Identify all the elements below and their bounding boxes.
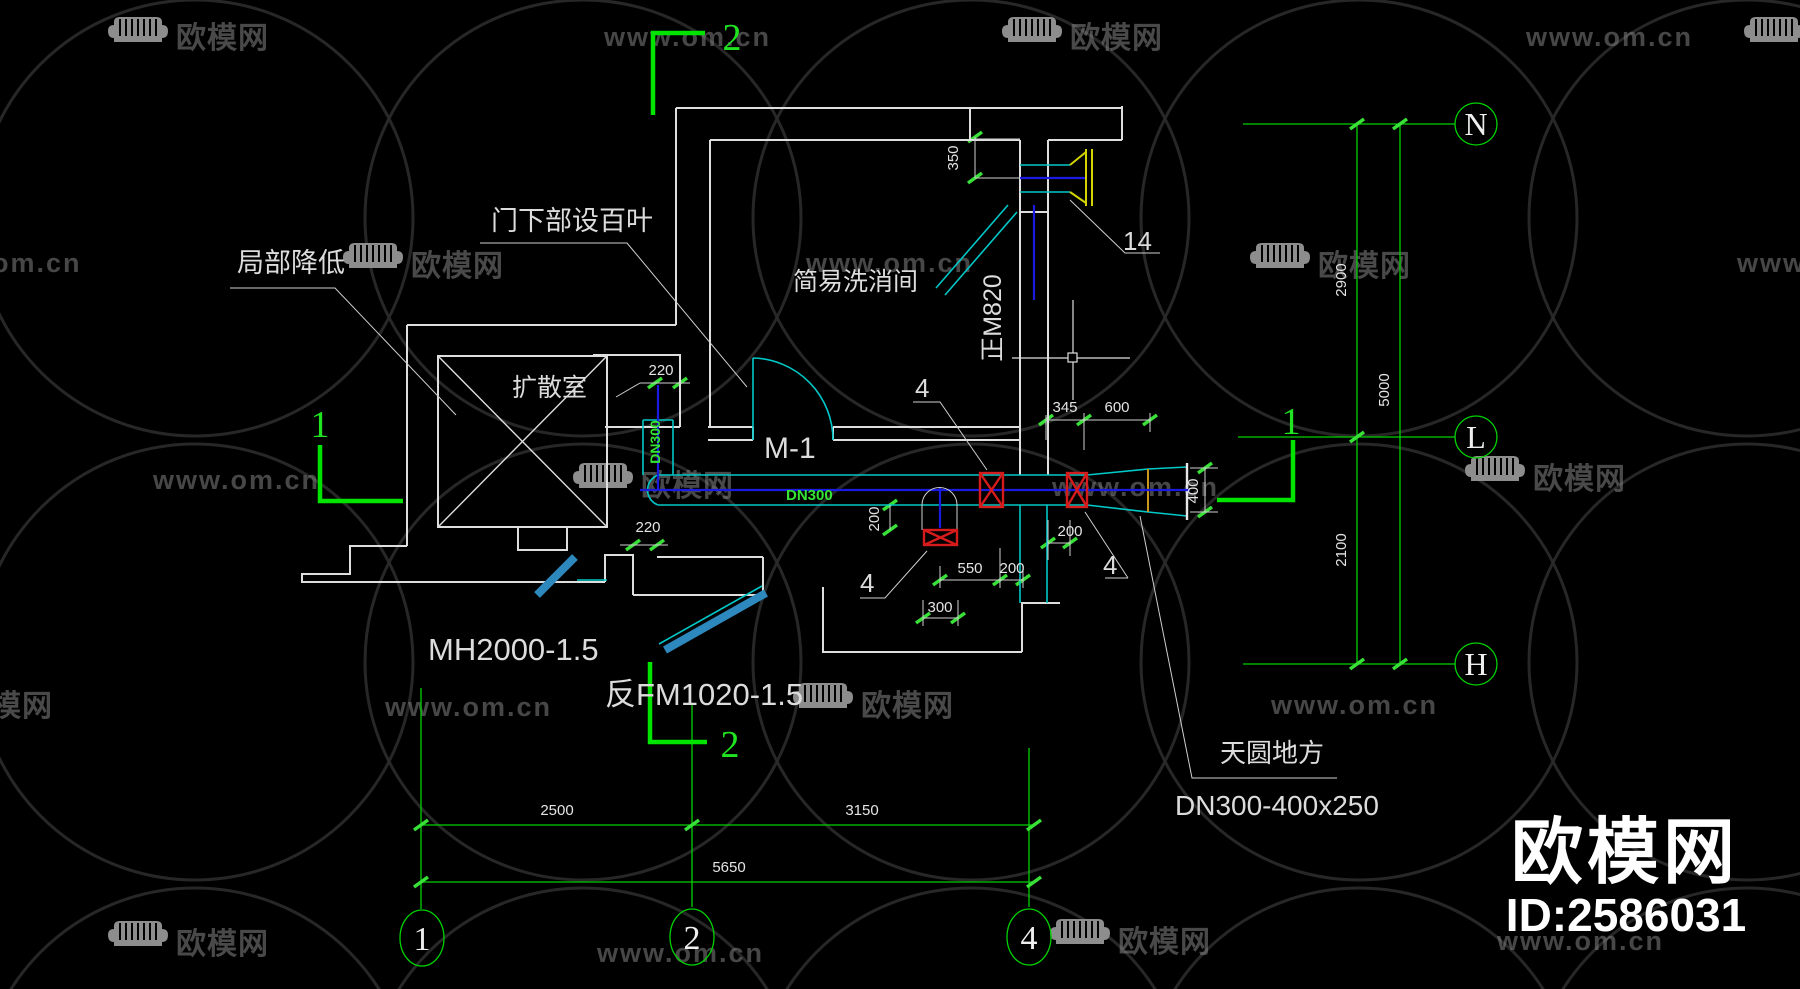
watermark-url-partial: www. — [1736, 248, 1800, 278]
section-mark-top — [650, 30, 705, 115]
watermarks: 欧模网 www.om.cn 欧模网 www.om.cn om.cn 欧模网 ww… — [0, 16, 1800, 968]
site-branding: 欧模网 ID:2586031 — [1506, 813, 1746, 941]
section-mark-right — [1217, 440, 1296, 503]
dimension-lines — [620, 137, 1218, 626]
dim-2500: 2500 — [540, 802, 573, 819]
dim-220-top: 220 — [648, 362, 673, 379]
fm-door-leaf — [663, 589, 768, 654]
grid-bubble-2: 2 — [684, 920, 701, 957]
sofa-icon — [107, 920, 169, 947]
section-number-bottom: 2 — [721, 724, 740, 766]
axis-bubble-l: L — [1466, 419, 1486, 455]
label-transition-name: 天圆地方 — [1220, 738, 1324, 768]
sofa-icon — [1001, 16, 1063, 43]
watermark-url: www.om.cn — [1525, 22, 1693, 52]
callout-4-top: 4 — [915, 373, 929, 403]
valve-2 — [1065, 471, 1089, 509]
watermark-url: www.om.cn — [1496, 926, 1664, 956]
dim-5650: 5650 — [712, 859, 745, 876]
watermark-brand: 欧模网 — [861, 690, 954, 723]
dim-300: 300 — [927, 599, 952, 616]
sofa-icon — [572, 462, 634, 489]
watermark-brand: 欧模网 — [1318, 250, 1411, 283]
dim-2100: 2100 — [1333, 533, 1350, 566]
watermark-url: www.om.cn — [596, 938, 764, 968]
dim-550: 550 — [957, 560, 982, 577]
watermark-url: www.om.cn — [152, 465, 320, 495]
watermark-brand: 欧模网 — [1118, 926, 1211, 959]
grid-bubble-1: 1 — [414, 921, 431, 958]
dim-5000: 5000 — [1376, 373, 1393, 406]
louver-diagonals — [935, 204, 1018, 296]
callout-14: 14 — [1123, 226, 1152, 256]
valve-dome — [922, 528, 959, 547]
sofa-icon — [1049, 918, 1111, 945]
watermark-url: www.om.cn — [1270, 690, 1438, 720]
watermark-brand: 欧模网 — [176, 22, 269, 55]
label-fm-door: 反FM1020-1.5 — [605, 677, 803, 712]
section-mark-bottom — [647, 662, 707, 745]
watermark-brand: 欧模网 — [1533, 463, 1626, 496]
ducts — [534, 149, 1190, 654]
label-dn300-horizontal: DN300 — [786, 487, 833, 504]
label-duct-m820: 正M820 — [979, 274, 1007, 362]
leader-lines — [230, 199, 1337, 779]
sofa-icon — [1249, 242, 1311, 269]
label-door-louver: 门下部设百叶 — [491, 206, 653, 236]
label-local-lowered: 局部降低 — [237, 248, 345, 278]
mh-door-leaf — [534, 554, 578, 598]
watermark-brand-partial: 欧模网 — [0, 690, 53, 723]
label-mh-door: MH2000-1.5 — [428, 632, 599, 667]
dim-2900: 2900 — [1333, 263, 1350, 296]
valve-1 — [978, 471, 1005, 509]
dim-350: 350 — [945, 145, 962, 170]
label-washroom: 简易洗消间 — [793, 268, 918, 296]
callout-4-left: 4 — [860, 568, 874, 598]
section-number-top: 2 — [723, 17, 742, 59]
grid-texts: N L H 1 2 4 2 2 1 1 — [311, 17, 1488, 958]
watermark-url: www.om.cn — [603, 22, 771, 52]
duct-exhaust — [1020, 164, 1070, 193]
axis-bubble-h: H — [1464, 646, 1487, 682]
grid-bubble-4: 4 — [1021, 920, 1038, 957]
watermark-url: www.om.cn — [805, 248, 973, 278]
dim-200-a: 200 — [999, 560, 1024, 577]
dim-3150: 3150 — [845, 802, 878, 819]
walls — [301, 106, 1130, 653]
section-mark-left — [317, 445, 403, 504]
label-dn300-vertical: DN300 — [647, 420, 663, 464]
branding-id: ID:2586031 — [1506, 889, 1746, 941]
dim-200-vertical: 200 — [866, 506, 883, 531]
dim-200-b: 200 — [1057, 523, 1082, 540]
sofa-icon — [1743, 16, 1800, 43]
exhaust-trumpet — [1069, 149, 1093, 206]
dim-220-bottom: 220 — [635, 519, 660, 536]
label-door-m1: M-1 — [764, 432, 816, 465]
door-m1-swing — [752, 357, 834, 441]
annotations: 局部降低 门下部设百叶 简易洗消间 扩散室 M-1 正M820 MH2000-1… — [237, 206, 1379, 821]
watermark-brand: 欧模网 — [411, 250, 504, 283]
watermark-brand: 欧模网 — [176, 928, 269, 961]
label-diffusion-room: 扩散室 — [512, 374, 587, 402]
axis-bubble-n: N — [1464, 106, 1487, 142]
dimension-texts: 220 220 350 345 600 400 200 550 200 300 … — [540, 145, 1393, 876]
watermark-url-partial: om.cn — [0, 248, 82, 278]
sofa-icon — [342, 242, 404, 269]
section-number-left: 1 — [311, 404, 330, 446]
section-number-right: 1 — [1282, 401, 1301, 443]
dim-600: 600 — [1104, 399, 1129, 416]
sofa-icon — [107, 16, 169, 43]
dim-345: 345 — [1052, 399, 1077, 416]
callout-4-right: 4 — [1103, 550, 1117, 580]
dim-400: 400 — [1185, 478, 1202, 503]
axis-grid — [317, 30, 1498, 967]
sofa-icon — [1464, 455, 1526, 482]
watermark-url: www.om.cn — [384, 692, 552, 722]
label-transition-size: DN300-400x250 — [1175, 790, 1379, 821]
watermark-brand: 欧模网 — [1070, 22, 1163, 55]
branding-site-name: 欧模网 — [1511, 813, 1739, 893]
